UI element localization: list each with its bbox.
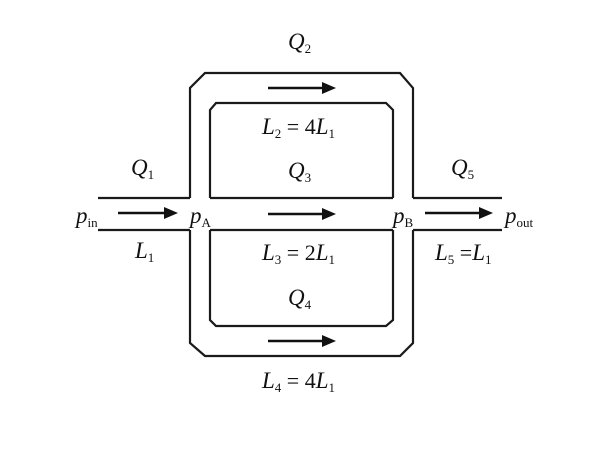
flow-arrow-middle-icon xyxy=(268,208,336,220)
upper-branch-outer-wall xyxy=(188,71,415,198)
length-l1-label: L1 xyxy=(134,238,154,265)
pressure-node-b-label: pB xyxy=(391,203,414,230)
length-l3-label: L3 = 2L1 xyxy=(261,240,335,267)
flow-q5-label: Q5 xyxy=(451,155,474,182)
flow-q4-label: Q4 xyxy=(288,285,312,312)
lower-branch-outer-wall xyxy=(188,230,415,358)
upper-branch-inner-wall xyxy=(208,101,395,198)
pressure-outlet-label: pout xyxy=(503,203,534,230)
length-l4-label: L4 = 4L1 xyxy=(261,368,335,395)
flow-arrow-upper-icon xyxy=(268,82,336,94)
flow-arrow-inlet-icon xyxy=(118,207,178,219)
lower-branch-inner-wall xyxy=(208,230,395,328)
pressure-node-a-label: pA xyxy=(188,203,212,230)
flow-q1-label: Q1 xyxy=(131,155,154,182)
length-l5-label: L5 =L1 xyxy=(434,240,492,267)
flow-q2-label: Q2 xyxy=(288,29,311,56)
flow-q3-label: Q3 xyxy=(288,158,311,185)
flow-arrow-lower-icon xyxy=(268,335,336,347)
length-l2-label: L2 = 4L1 xyxy=(261,114,335,141)
pressure-inlet-label: pin xyxy=(74,203,98,230)
flow-arrow-outlet-icon xyxy=(425,207,493,219)
